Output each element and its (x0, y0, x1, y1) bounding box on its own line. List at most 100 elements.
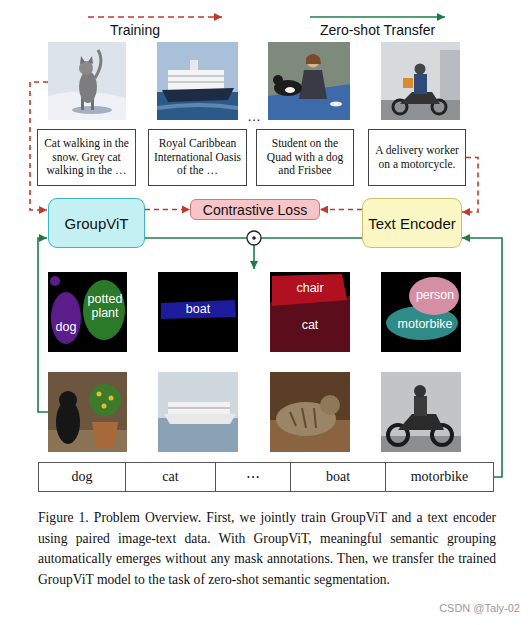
node-text: Royal Caribbean International Oasis of t… (153, 137, 242, 178)
ship-photo (164, 414, 236, 424)
dog-plant-photo (48, 372, 127, 452)
ship-photo (157, 42, 238, 120)
flow-connector (320, 209, 362, 211)
class-cell: boat (290, 462, 386, 492)
segmentation-mask (270, 272, 350, 352)
segmentation-mask (270, 272, 350, 352)
encoder-box: Text Encoder (362, 198, 462, 248)
grouping-wire (261, 237, 362, 239)
segment-label: boat (178, 302, 218, 316)
segmentation-mask (48, 272, 127, 352)
segment-label: person (410, 288, 460, 302)
delivery-photo (414, 74, 427, 94)
training-arrow (88, 17, 222, 18)
text-caption-box: A delivery worker on a motorcycle. (368, 129, 466, 186)
image-input-wire (38, 238, 48, 412)
class-cell: cat (125, 462, 216, 492)
delivery-photo (381, 42, 460, 120)
image-input-wire (38, 238, 48, 412)
student-dog-photo (268, 42, 350, 120)
transfer-arrow (310, 17, 445, 18)
node-text: ⋯ (246, 469, 260, 486)
node-text: Student on the Quad with a dog and Frisb… (261, 137, 349, 178)
cat-chair-photo (290, 408, 316, 428)
motorbike-photo (414, 385, 426, 397)
dog-plant-photo (97, 392, 102, 397)
cat-chair-photo (270, 372, 350, 452)
segment-label: dog (50, 320, 82, 334)
motorbike-photo (381, 372, 461, 452)
ship-photo (168, 82, 224, 83)
segment-label: potted plant (83, 292, 127, 321)
segment-label: chair (288, 281, 332, 295)
dog-plant-photo (59, 391, 77, 409)
watermark: CSDN @Taly-02 (420, 602, 520, 615)
cat-chair-photo (320, 395, 340, 415)
node-text: motorbike (411, 469, 469, 485)
text-caption-box: Royal Caribbean International Oasis of t… (148, 129, 247, 186)
encoder-box: GroupViT (48, 198, 145, 248)
motorbike-photo (414, 396, 427, 416)
student-dog-photo (268, 42, 350, 120)
figure-caption: Figure 1. Problem Overview. First, we jo… (38, 508, 496, 590)
node-text: Text Encoder (368, 215, 456, 232)
segmentation-mask (409, 277, 459, 315)
student-dog-photo (330, 102, 342, 107)
student-dog-photo (299, 70, 327, 99)
segment-label: motorbike (391, 317, 459, 331)
cat-snow-photo (79, 71, 97, 103)
node-text: cat (162, 469, 178, 485)
ship-photo (158, 372, 238, 452)
class-cell: dog (38, 462, 126, 492)
segmentation-mask (161, 300, 236, 319)
segmentation-mask (158, 272, 238, 352)
ship-photo (157, 103, 238, 110)
ship-photo (190, 60, 198, 70)
cat-snow-photo (48, 42, 126, 120)
node-text: A delivery worker on a motorcycle. (373, 144, 461, 171)
cat-snow-photo (80, 56, 93, 64)
text-caption-box: Cat walking in the snow. Grey cat walkin… (37, 129, 136, 186)
delivery-photo (440, 50, 460, 100)
node-text: Contrastive Loss (203, 202, 307, 218)
segment-label: cat (290, 318, 330, 332)
class-cell: ⋯ (215, 462, 291, 492)
segmentation-mask (51, 292, 81, 344)
segmentation-mask (48, 272, 127, 352)
dog-plant-photo (89, 384, 121, 416)
dog-plant-photo (92, 422, 118, 448)
segmentation-mask (50, 276, 60, 286)
motorbike-photo (381, 372, 461, 452)
delivery-photo (415, 64, 426, 75)
delivery-photo (403, 78, 413, 88)
ship-photo (162, 88, 234, 102)
delivery-photo (381, 42, 460, 120)
ship-photo (168, 402, 230, 415)
phase-label: Training (70, 22, 200, 38)
class-cell: motorbike (385, 462, 494, 492)
node-text: boat (326, 469, 350, 485)
cat-snow-photo (95, 50, 101, 78)
student-dog-photo (306, 54, 321, 64)
dot-product-symbol (247, 231, 261, 245)
flow-connector (462, 158, 478, 213)
cat-snow-photo (48, 42, 126, 120)
node-text: Cat walking in the snow. Grey cat walkin… (42, 137, 131, 178)
node-text: dog (72, 469, 93, 485)
dog-plant-photo (48, 372, 127, 452)
segmentation-mask (272, 274, 347, 306)
segmentation-mask (381, 272, 461, 352)
ship-photo (168, 76, 224, 77)
text-caption-box: Student on the Quad with a dog and Frisb… (256, 129, 354, 186)
ship-photo (157, 42, 238, 120)
training-arrow (88, 16, 222, 18)
segmentation-mask (158, 272, 238, 352)
segmentation-mask (381, 272, 461, 352)
dog-plant-photo (102, 404, 107, 409)
dot-product-symbol (252, 236, 256, 240)
ship-photo (158, 372, 238, 452)
loss-box: Contrastive Loss (190, 199, 320, 220)
node-text: GroupViT (65, 215, 129, 232)
motorbike-photo (398, 414, 444, 430)
